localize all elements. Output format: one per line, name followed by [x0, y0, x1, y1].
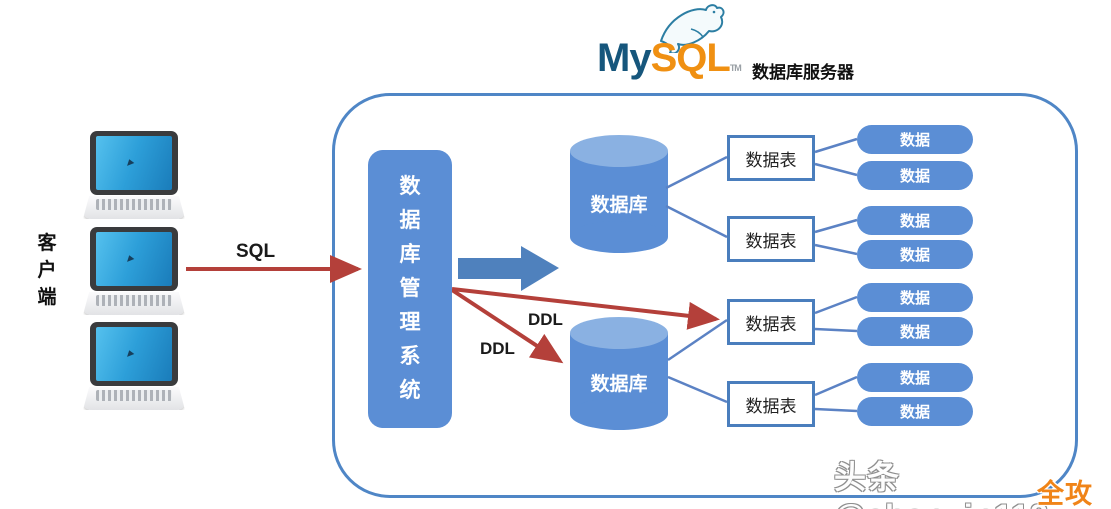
dbms-node: 数据库管理系统 [368, 150, 452, 428]
data-node: 数据 [857, 161, 973, 190]
watermark-handle: 头条 @chenxin118 [834, 459, 1048, 509]
mysql-wordmark-my: My [597, 36, 652, 80]
table-node: 数据表 [727, 299, 815, 345]
laptop-keyboard [83, 196, 185, 219]
mouse-cursor-icon [127, 159, 135, 168]
data-node: 数据 [857, 283, 973, 312]
mysql-trademark: TM [729, 63, 742, 73]
table-node: 数据表 [727, 381, 815, 427]
mouse-cursor-icon [127, 350, 135, 359]
ddl-arrow-label: DDL [528, 310, 563, 329]
database-server-label: 数据库服务器 [752, 63, 854, 82]
data-node: 数据 [857, 397, 973, 426]
laptop-keyboard [83, 387, 185, 410]
dbms-label: 数据库管理系统 [399, 175, 421, 402]
data-node: 数据 [857, 206, 973, 235]
mouse-cursor-icon [127, 255, 135, 264]
mysql-wordmark-sql: SQL [650, 36, 731, 80]
database-label: 数据库 [590, 195, 648, 216]
laptop-keyboard [83, 292, 185, 315]
keyboard-keys [96, 295, 172, 306]
client-laptop-icon [83, 322, 185, 410]
ddl-arrow-label: DDL [480, 339, 515, 358]
watermark-badge: 全攻略 [1037, 479, 1093, 509]
laptop-screen [90, 227, 178, 291]
laptop-display [96, 327, 172, 381]
data-node: 数据 [857, 125, 973, 154]
laptop-screen [90, 322, 178, 386]
keyboard-keys [96, 390, 172, 401]
keyboard-keys [96, 199, 172, 210]
laptop-screen [90, 131, 178, 195]
laptop-display [96, 136, 172, 190]
client-label: 客户端 [37, 233, 57, 308]
data-node: 数据 [857, 317, 973, 346]
database-server-container [332, 93, 1078, 498]
client-laptop-icon [83, 227, 185, 315]
data-node: 数据 [857, 240, 973, 269]
sql-arrow-label: SQL [236, 241, 276, 262]
table-node: 数据表 [727, 135, 815, 181]
database-label: 数据库 [590, 374, 648, 395]
client-laptop-icon [83, 131, 185, 219]
mysql-wordmark: MySQLTM [597, 36, 742, 81]
mysql-dolphin-icon [660, 4, 725, 53]
table-node: 数据表 [727, 216, 815, 262]
data-node: 数据 [857, 363, 973, 392]
laptop-display [96, 232, 172, 286]
